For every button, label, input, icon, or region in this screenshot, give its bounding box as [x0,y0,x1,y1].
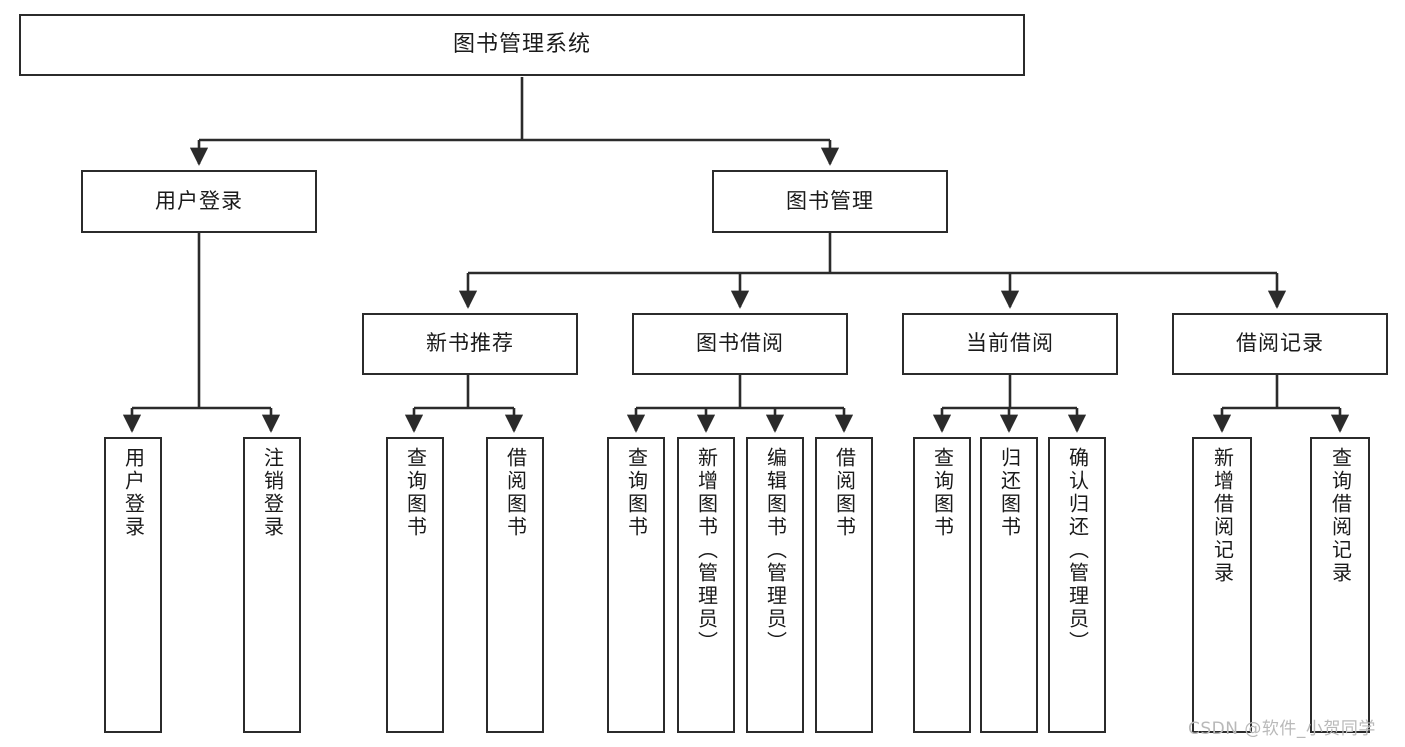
watermark: CSDN @软件_小贺同学 [1188,719,1376,739]
node-leaf-return-book-label: 归还图书 [997,447,1022,539]
node-leaf-user-logout[interactable]: 注销登录 [243,437,301,733]
node-borrow-record[interactable]: 借阅记录 [1172,313,1388,375]
node-user-login[interactable]: 用户登录 [81,170,317,233]
node-root-label: 图书管理系统 [452,31,591,57]
node-leaf-query-book-2-label: 查询图书 [624,447,649,539]
node-book-manage-label: 图书管理 [786,188,874,213]
node-leaf-user-login[interactable]: 用户登录 [104,437,162,733]
node-borrow-record-label: 借阅记录 [1236,331,1324,356]
node-user-login-label: 用户登录 [155,188,243,213]
node-book-borrow[interactable]: 图书借阅 [632,313,848,375]
node-new-book-rec[interactable]: 新书推荐 [362,313,578,375]
node-leaf-user-login-label: 用户登录 [121,447,146,539]
node-leaf-borrow-book-2-label: 借阅图书 [832,447,857,539]
node-leaf-confirm-return[interactable]: 确认归还（管理员） [1048,437,1106,733]
node-leaf-borrow-book-1-label: 借阅图书 [503,447,528,539]
node-book-borrow-label: 图书借阅 [696,331,784,356]
node-leaf-query-book-2[interactable]: 查询图书 [607,437,665,733]
node-leaf-query-book-3-label: 查询图书 [930,447,955,539]
node-leaf-borrow-book-2[interactable]: 借阅图书 [815,437,873,733]
node-leaf-query-book-1-label: 查询图书 [403,447,428,539]
node-leaf-query-book-1[interactable]: 查询图书 [386,437,444,733]
node-leaf-query-book-3[interactable]: 查询图书 [913,437,971,733]
node-root[interactable]: 图书管理系统 [19,14,1025,76]
node-current-borrow-label: 当前借阅 [966,331,1054,356]
node-leaf-add-book-label: 新增图书（管理员） [694,447,719,654]
node-current-borrow[interactable]: 当前借阅 [902,313,1118,375]
node-leaf-user-logout-label: 注销登录 [260,447,285,539]
node-leaf-edit-book-label: 编辑图书（管理员） [763,447,788,654]
node-leaf-query-record-label: 查询借阅记录 [1328,447,1353,585]
node-leaf-return-book[interactable]: 归还图书 [980,437,1038,733]
node-new-book-rec-label: 新书推荐 [426,331,514,356]
node-leaf-add-record[interactable]: 新增借阅记录 [1192,437,1252,733]
node-leaf-edit-book[interactable]: 编辑图书（管理员） [746,437,804,733]
node-leaf-add-book[interactable]: 新增图书（管理员） [677,437,735,733]
node-leaf-borrow-book-1[interactable]: 借阅图书 [486,437,544,733]
node-leaf-add-record-label: 新增借阅记录 [1210,447,1235,585]
node-leaf-confirm-return-label: 确认归还（管理员） [1065,447,1090,654]
node-leaf-query-record[interactable]: 查询借阅记录 [1310,437,1370,733]
node-book-manage[interactable]: 图书管理 [712,170,948,233]
